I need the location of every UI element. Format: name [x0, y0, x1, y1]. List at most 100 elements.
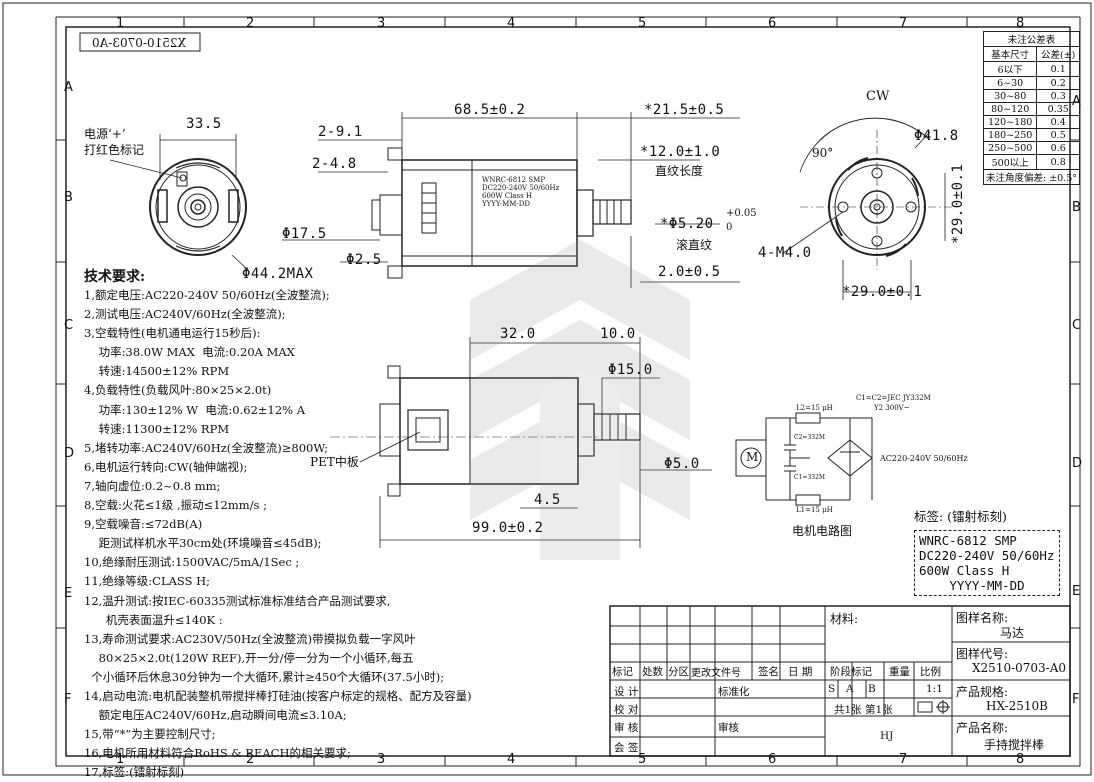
label-line: 600W Class H: [482, 192, 533, 200]
angle-90: 90°: [812, 146, 834, 160]
list-item: 距测试样机水平30cm处(环境噪音≤45dB);: [84, 536, 322, 551]
col-6: 6: [768, 16, 777, 31]
tolerance-title: 未注公差表: [982, 31, 1081, 47]
cap-note-2: Y2 300V~: [874, 404, 910, 412]
list-item: 功率:130±12% W 电流:0.62±12% A: [84, 402, 306, 417]
pet-plate-label: PET中板: [310, 455, 359, 469]
list-item: 个小循环后休息30分钟为一个大循环,累计≥450个大循环(37.5小时);: [84, 669, 445, 684]
dim-5-20: *Φ5.20: [660, 216, 714, 232]
dim-12-0: *12.0±1.0: [640, 144, 721, 160]
col-3-bottom: 3: [377, 752, 386, 767]
supply-label: AC220-240V 50/60Hz: [880, 454, 968, 463]
row-B: B: [64, 190, 73, 205]
list-item: 17,标签:(镭射标刻): [84, 765, 185, 780]
list-item: 转速:14500±12% RPM: [84, 364, 230, 379]
standard-label: 标准化: [718, 686, 750, 698]
tol-value: 0.6: [1036, 141, 1081, 155]
dim-68-5: 68.5±0.2: [454, 102, 526, 118]
label-line: YYYY-MM-DD: [949, 578, 1025, 593]
dim-33-5: 33.5: [186, 116, 222, 132]
tolerance-header: 基本尺寸: [982, 46, 1038, 62]
dim-4-5: 4.5: [534, 492, 561, 508]
dim-2-5: Φ2.5: [346, 252, 382, 268]
label-line: DC220-240V 50/60Hz: [482, 184, 560, 192]
label-line: WNRC-6812 SMP: [919, 533, 1017, 548]
list-item: 14,启动电流:电机配装整机带搅拌棒打硅油(按客户标定的规格、配方及容量): [84, 688, 472, 703]
tol-size: 120~180: [982, 115, 1038, 129]
col-3: 3: [377, 16, 386, 31]
list-item: 16,电机所用材料符合RoHS & REACH的相关要求;: [84, 746, 351, 761]
product-label: 产品名称:: [956, 721, 1009, 735]
label-line: 600W Class H: [919, 563, 1010, 578]
cap-note-1: C1=C2=JEC JY332M: [856, 394, 931, 402]
dim-44-2-max: Φ44.2MAX: [242, 266, 314, 282]
label-line: YYYY-MM-DD: [482, 200, 531, 208]
dim-32-0: 32.0: [500, 326, 536, 342]
cap-c1: C1=332M: [794, 474, 826, 481]
cap-c2: C2=332M: [794, 434, 826, 441]
red-mark-label: 打红色标记: [84, 143, 145, 157]
col-5: 5: [638, 16, 647, 31]
product-value: 手持搅拌棒: [984, 738, 1045, 752]
col-2-bottom: 2: [246, 752, 255, 767]
cw-label: CW: [866, 89, 890, 104]
material-label: 材料:: [830, 612, 859, 626]
col-4-bottom: 4: [507, 752, 516, 767]
stage-b: B: [868, 683, 876, 695]
list-item: 额定电压AC240V/60Hz,启动瞬间电流≤3.10A;: [84, 708, 347, 723]
circuit-caption: 电机电路图: [792, 524, 853, 538]
list-item: 4,负载特性(负载风叶:80×25×2.0t): [84, 383, 272, 398]
tol-size: 30~80: [982, 89, 1038, 103]
stage-a: A: [846, 683, 854, 695]
tolerance-angle-note: 未注角度偏差: ±0.5°: [982, 169, 1081, 185]
list-item: 3,空载特性(电机通电运行15秒后):: [84, 326, 261, 341]
list-item: 功率:38.0W MAX 电流:0.20A MAX: [84, 345, 295, 360]
hdr-scale: 比例: [920, 666, 941, 678]
hdr-sign: 签名: [758, 666, 779, 678]
title-block: [609, 605, 1071, 757]
end-view: [781, 117, 955, 300]
hdr-weight: 重量: [889, 666, 910, 678]
col-1-bottom: 1: [116, 752, 125, 767]
tol-size: 500以上: [982, 154, 1038, 170]
col-6-bottom: 6: [768, 752, 777, 767]
col-5-bottom: 5: [638, 752, 647, 767]
dim-2-0: 2.0±0.5: [658, 264, 721, 280]
dim-41-8: Φ41.8: [914, 128, 959, 144]
dim-2-4-8: 2-4.8: [312, 156, 357, 172]
tol-value: 0.5: [1036, 128, 1081, 142]
dim-17-5: Φ17.5: [282, 226, 327, 242]
review-label: 审 核: [614, 722, 639, 734]
approve-label: 会 签: [614, 742, 639, 754]
laser-label-box: WNRC-6812 SMP DC220-240V 50/60Hz 600W Cl…: [914, 530, 1060, 596]
row-A: A: [64, 80, 73, 95]
col-1: 1: [116, 16, 125, 31]
label-line: WNRC-6812 SMP: [482, 176, 546, 184]
list-item: 7,轴向虚位:0.2~0.8 mm;: [84, 478, 221, 493]
list-item: 13,寿命测试要求:AC230V/50Hz(全波整流)带摸拟负载一字风叶: [84, 631, 416, 646]
tol-value: 0.3: [1036, 89, 1081, 103]
list-item: 1,额定电压:AC220-240V 50/60Hz(全波整流);: [84, 288, 330, 302]
drawing-name: 马达: [1000, 626, 1025, 640]
row-E-right: E: [1072, 584, 1081, 599]
label-block-title: 标签: (镭射标刻): [914, 509, 1007, 524]
scale-value: 1:1: [926, 683, 943, 695]
company-code: HJ: [880, 730, 894, 742]
dim-10-0: 10.0: [600, 326, 636, 342]
spec-value: HX-2510B: [986, 699, 1048, 713]
tol-lower: 0: [726, 222, 733, 233]
row-B-right: B: [1072, 200, 1081, 215]
list-item: 11,绝缘等级:CLASS H;: [84, 574, 211, 589]
tol-value: 0.4: [1036, 115, 1081, 129]
col-8: 8: [1016, 16, 1025, 31]
dim-5-0: Φ5.0: [664, 456, 700, 472]
design-label: 设 计: [614, 686, 639, 698]
dim-2-9-1: 2-9.1: [318, 124, 363, 140]
list-item: 2,测试电压:AC240V/60Hz(全波整流);: [84, 307, 286, 322]
drawing-code: X2510-0703-A0: [972, 661, 1067, 675]
tol-size: 80~120: [982, 102, 1038, 116]
hdr-change-doc: 更改文件号: [691, 668, 741, 679]
